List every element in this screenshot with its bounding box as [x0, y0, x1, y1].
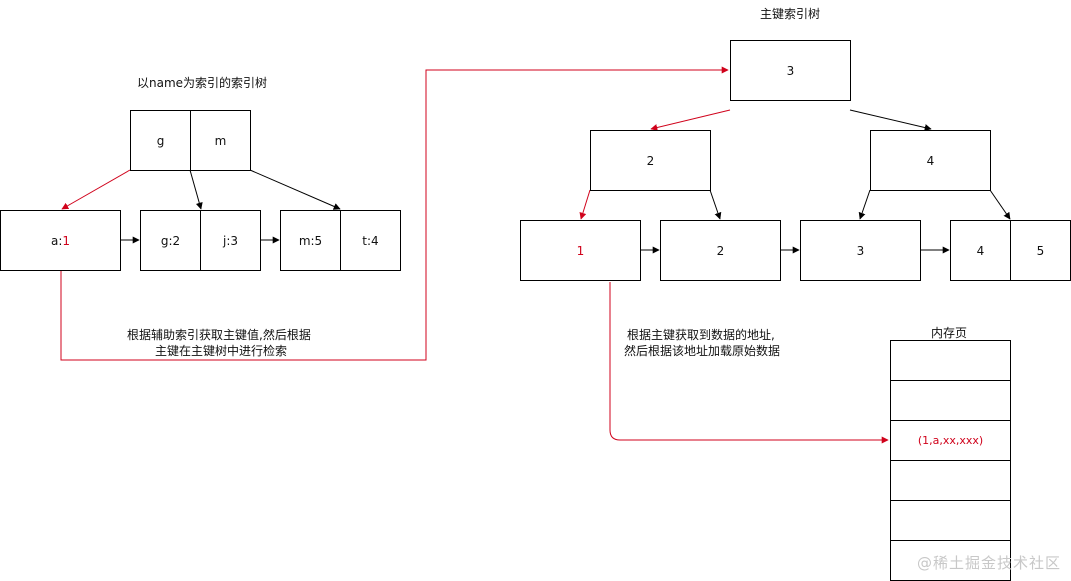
pri-root: 3	[730, 40, 851, 101]
memory-row-0	[890, 340, 1011, 381]
edge-lookup-path	[60, 66, 729, 361]
sec-leaf-2-key-0: g:2	[140, 210, 201, 271]
edge-2-to-1	[579, 189, 591, 220]
note-lookup-line-1: 根据辅助索引获取主键值,然后根据	[127, 328, 311, 342]
memory-row-1	[890, 380, 1011, 421]
edge-2-to-2	[709, 189, 722, 220]
edge-g-to-a	[61, 169, 131, 210]
sec-leaf-1-key: a:	[50, 233, 63, 248]
edge-4-to-3	[858, 189, 871, 220]
sec-leaf-1-value: 1	[62, 233, 71, 248]
edge-gm-to-g2	[189, 169, 203, 210]
memory-row-5	[890, 540, 1011, 581]
memory-row-4	[890, 500, 1011, 541]
sec-root-key-0: g	[130, 110, 191, 171]
pri-leaf-1: 1	[520, 220, 641, 281]
memory-title: 内存页	[931, 326, 968, 340]
sec-root-key-1: m	[190, 110, 251, 171]
pri-leaf-3: 3	[800, 220, 921, 281]
edge-3-to-2	[650, 109, 731, 131]
watermark: @稀土掘金技术社区	[916, 554, 1061, 572]
sec-leaf-2-key-1: j:3	[200, 210, 261, 271]
pri-leaf-4: 4	[950, 220, 1011, 281]
primary-index-title: 主键索引树	[760, 7, 821, 21]
memory-row-target: (1,a,xx,xxx)	[890, 420, 1011, 461]
edge-m-to-m5	[249, 169, 341, 210]
edge-fetch-path	[609, 282, 889, 444]
sec-leaf-3-key-0: m:5	[280, 210, 341, 271]
memory-row-3	[890, 460, 1011, 501]
pri-mid-right: 4	[870, 130, 991, 191]
note-lookup-line-2: 主键在主键树中进行检索	[155, 344, 288, 358]
note-fetch-line-1: 根据主键获取到数据的地址,	[627, 328, 775, 342]
pri-leaf-2: 2	[660, 220, 781, 281]
pri-leaf-5: 5	[1010, 220, 1071, 281]
sec-leaf-3-key-1: t:4	[340, 210, 401, 271]
note-fetch-line-2: 然后根据该地址加载原始数据	[624, 344, 781, 358]
edge-4-to-45	[989, 189, 1011, 220]
pri-mid-left: 2	[590, 130, 711, 191]
edge-3-to-4	[849, 109, 932, 131]
sec-leaf-1: a:1	[0, 210, 121, 271]
secondary-index-title: 以name为索引的索引树	[137, 76, 268, 90]
